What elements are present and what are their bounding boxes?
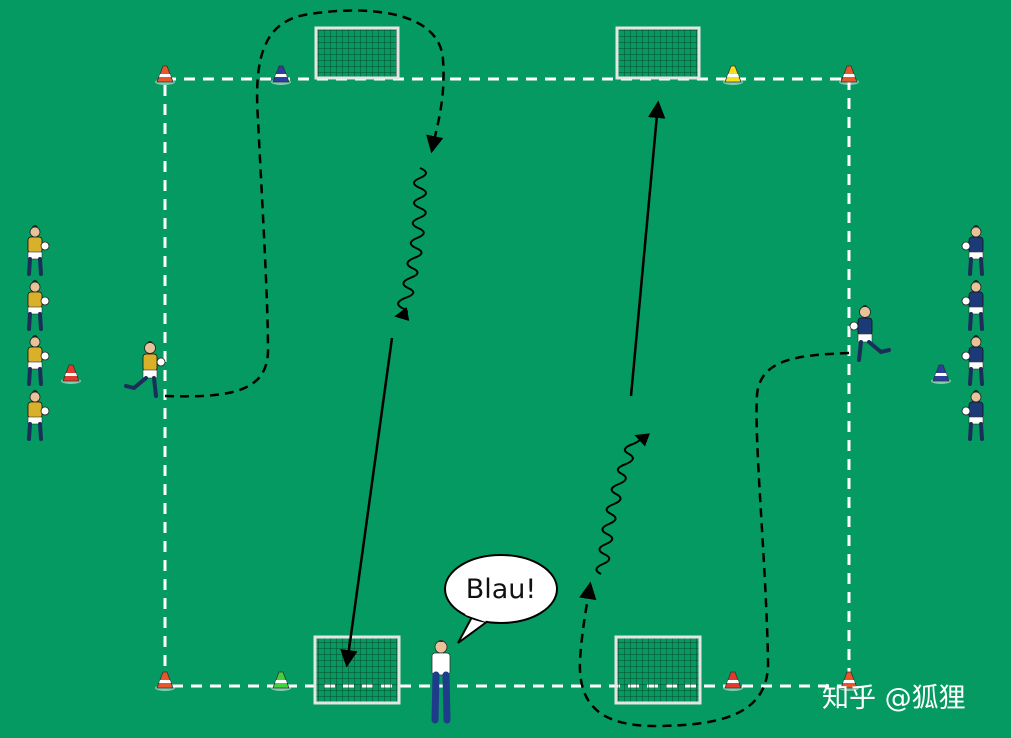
goal-bottom-right	[614, 635, 702, 705]
coach-callout-text: Blau!	[466, 574, 537, 605]
speech-bubble-icon	[444, 554, 558, 644]
coach-icon	[431, 640, 451, 724]
shot-line-left	[340, 337, 394, 668]
goal-top-left	[314, 26, 400, 80]
shot-line-right	[629, 100, 666, 397]
dribble-path-right	[595, 433, 650, 575]
goal-bottom-left	[313, 635, 401, 705]
goal-top-right	[615, 26, 701, 80]
watermark-text: 知乎 @狐狸	[822, 683, 966, 714]
playing-area-boundary	[163, 77, 851, 688]
run-path-left	[164, 9, 445, 398]
dribble-path-left	[394, 167, 427, 321]
